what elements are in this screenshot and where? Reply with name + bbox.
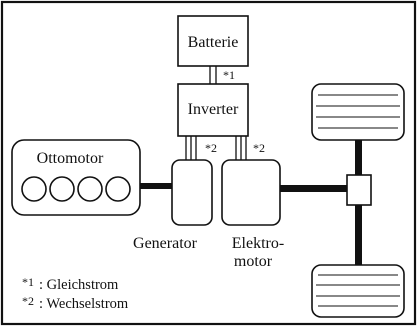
- upper-wheel-tire: [311, 83, 405, 141]
- legend-mark-2: *2: [22, 294, 34, 308]
- dc-link-mark: *1: [223, 68, 235, 82]
- engine-cylinder-1: [21, 176, 47, 202]
- battery-block: Batterie: [177, 15, 249, 67]
- inverter-box: [177, 83, 249, 137]
- ac-gen-mark: *2: [205, 141, 217, 155]
- generator-label: Generator: [133, 235, 198, 252]
- upper-wheel: [311, 83, 405, 141]
- generator-box: [171, 159, 213, 226]
- motor-box: [221, 159, 281, 226]
- engine-label: Ottomotor: [37, 150, 104, 167]
- engine-cylinder-4: [105, 176, 131, 202]
- ac-link-motor: *2: [235, 136, 265, 160]
- legend-text-1: : Gleichstrom: [39, 277, 119, 293]
- lower-wheel: [311, 264, 405, 318]
- engine-shaft: [140, 183, 172, 189]
- differential-box: [346, 174, 372, 206]
- ac-motor-mark: *2: [253, 141, 265, 155]
- lower-wheel-tire: [311, 264, 405, 318]
- ac-link-generator: *2: [185, 136, 217, 160]
- motor-label-line2: motor: [234, 253, 273, 270]
- dc-link: *1: [209, 66, 235, 84]
- legend: *1 : Gleichstrom *2 : Wechselstrom: [22, 275, 129, 312]
- generator-block: Generator: [133, 159, 213, 252]
- battery-label: Batterie: [188, 34, 239, 51]
- legend-text-2: : Wechselstrom: [39, 296, 129, 312]
- engine-cylinder-3: [77, 176, 103, 202]
- legend-mark-1: *1: [22, 275, 34, 289]
- inverter-block: Inverter: [177, 83, 249, 137]
- battery-box: [177, 15, 249, 67]
- inverter-label: Inverter: [188, 101, 239, 118]
- motor-shaft: [280, 185, 347, 192]
- engine-cylinder-2: [49, 176, 75, 202]
- engine-block: Ottomotor: [11, 139, 141, 216]
- motor-label-line1: Elektro-: [232, 235, 284, 252]
- motor-block: Elektro- motor: [221, 159, 284, 270]
